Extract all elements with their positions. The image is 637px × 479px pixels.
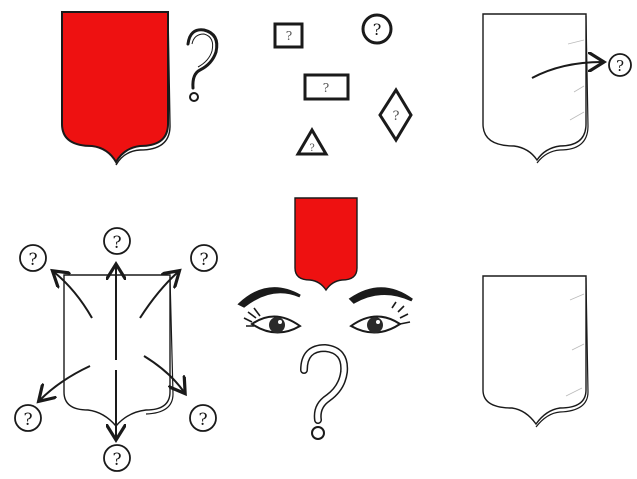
blank-shield-icon <box>483 14 586 160</box>
question-mark-in-rectangle-icon: ? <box>305 75 348 99</box>
panel-face-thinking <box>240 198 412 439</box>
panel-shield-arrows-outward: ? ? ? ? ? ? <box>15 228 217 471</box>
svg-text:?: ? <box>199 250 208 270</box>
eye-icon <box>244 308 300 333</box>
svg-text:?: ? <box>112 233 121 253</box>
panel-red-shield-question <box>62 12 217 165</box>
panel-blank-shield-arrow: ? <box>483 14 631 163</box>
svg-text:?: ? <box>112 450 121 470</box>
eyebrow-icon <box>240 289 300 306</box>
eyebrow-icon <box>351 289 412 302</box>
question-mark-in-circle-icon: ? <box>104 445 130 471</box>
red-shield-icon <box>295 198 357 290</box>
red-shield-icon <box>62 12 168 162</box>
question-mark-in-triangle-icon: ? <box>298 130 326 154</box>
svg-text:?: ? <box>198 410 207 430</box>
svg-text:?: ? <box>286 29 292 43</box>
svg-text:?: ? <box>23 410 32 430</box>
question-mark-in-circle-icon: ? <box>20 245 46 271</box>
question-mark-icon <box>188 30 217 101</box>
blank-shield-icon <box>483 276 586 424</box>
svg-text:?: ? <box>28 250 37 270</box>
question-mark-in-circle-icon: ? <box>363 15 391 43</box>
question-mark-in-circle-icon: ? <box>15 405 41 431</box>
question-mark-in-diamond-icon: ? <box>380 90 411 140</box>
question-mark-in-circle-icon: ? <box>190 405 216 431</box>
question-mark-in-square-icon: ? <box>275 24 302 47</box>
svg-text:?: ? <box>309 143 314 154</box>
svg-text:?: ? <box>616 57 624 75</box>
svg-text:?: ? <box>393 109 400 124</box>
question-mark-in-circle-icon: ? <box>191 245 217 271</box>
svg-text:?: ? <box>323 81 329 95</box>
svg-text:?: ? <box>373 20 382 39</box>
panel-blank-shield <box>483 276 588 427</box>
question-mark-icon <box>304 348 344 439</box>
question-mark-in-circle-icon: ? <box>609 54 631 76</box>
eye-icon <box>351 302 410 333</box>
panel-shapes-questions: ? ? ? ? ? <box>275 15 411 154</box>
question-mark-in-circle-icon: ? <box>104 228 130 254</box>
